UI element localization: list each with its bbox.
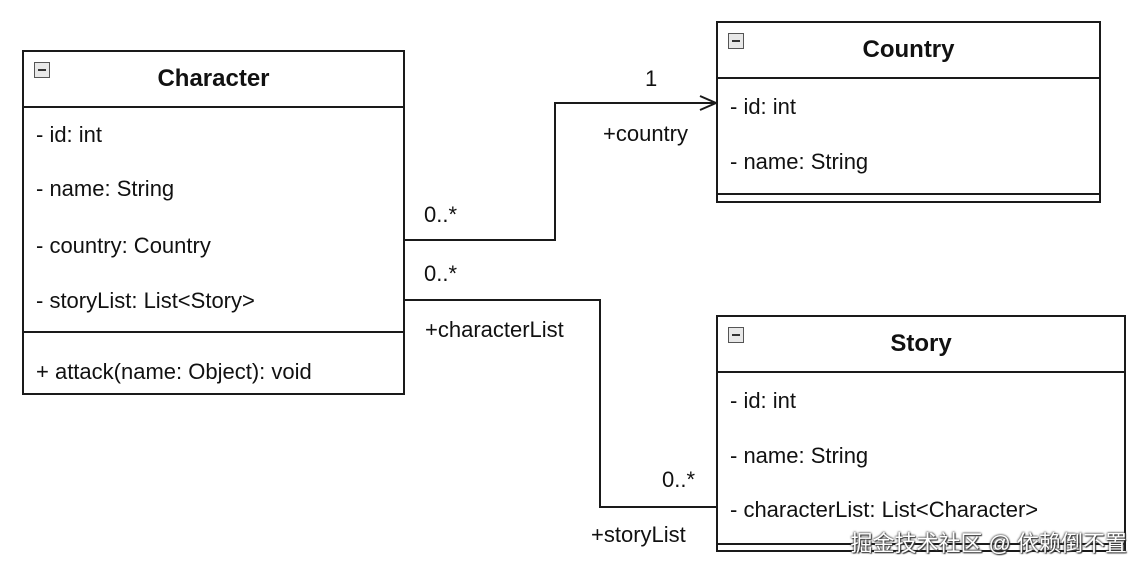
multiplicity-label: 1 bbox=[645, 66, 658, 91]
role-label: +characterList bbox=[425, 317, 564, 342]
role-label: +country bbox=[603, 121, 688, 146]
multiplicity-label: 0..* bbox=[424, 202, 458, 227]
attribute: - characterList: List<Character> bbox=[730, 497, 1039, 522]
multiplicity-label: 0..* bbox=[662, 467, 696, 492]
method-separator bbox=[718, 543, 1124, 545]
class-country[interactable]: Country - id: int - name: String bbox=[716, 21, 1101, 203]
multiplicity-label: 0..* bbox=[424, 261, 458, 286]
collapse-icon[interactable] bbox=[34, 62, 50, 78]
attribute: - id: int bbox=[730, 94, 797, 119]
attribute: - name: String bbox=[730, 149, 869, 174]
class-header: Character bbox=[24, 52, 403, 108]
collapse-icon[interactable] bbox=[728, 327, 744, 343]
attribute: - storyList: List<Story> bbox=[36, 288, 255, 313]
attribute: - id: int bbox=[36, 122, 103, 147]
class-header: Story bbox=[718, 317, 1124, 373]
attribute: - name: String bbox=[36, 176, 175, 201]
attribute: - name: String bbox=[730, 443, 869, 468]
class-character[interactable]: Character - id: int - name: String - cou… bbox=[22, 50, 405, 395]
attribute: - country: Country bbox=[36, 233, 211, 258]
attribute: - id: int bbox=[730, 388, 797, 413]
class-title: Character bbox=[157, 65, 270, 92]
method-separator bbox=[24, 331, 403, 333]
class-header: Country bbox=[718, 23, 1099, 79]
role-label: +storyList bbox=[591, 522, 686, 547]
class-title: Country bbox=[862, 36, 955, 63]
character-country-association bbox=[405, 102, 716, 241]
character-story-association bbox=[405, 299, 716, 508]
class-story[interactable]: Story - id: int - name: String - charact… bbox=[716, 315, 1126, 552]
watermark: 掘金技术社区 @ 依赖倒不置 bbox=[850, 531, 1127, 556]
class-title: Story bbox=[890, 330, 952, 357]
method: + attack(name: Object): void bbox=[36, 359, 312, 384]
collapse-icon[interactable] bbox=[728, 33, 744, 49]
method-separator bbox=[718, 193, 1099, 195]
